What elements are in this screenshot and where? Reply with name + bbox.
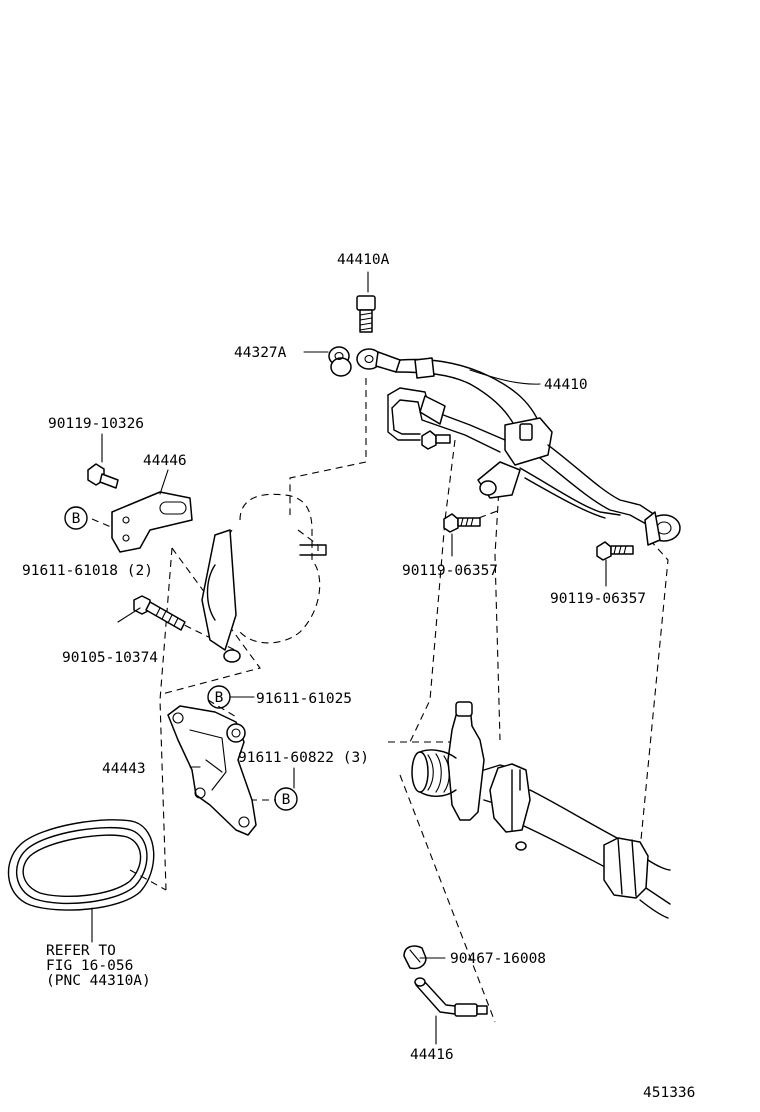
pump-mount-bracket-part bbox=[167, 705, 257, 836]
illustration-number: 451336 bbox=[643, 1085, 695, 1101]
belt-note-line1: REFER TO bbox=[46, 943, 116, 959]
b-marker-lower-text: B bbox=[282, 792, 291, 808]
label-91611-61025: 91611-61025 bbox=[256, 691, 352, 707]
hose-clip-part bbox=[403, 945, 427, 970]
label-90119-06357-right: 90119-06357 bbox=[550, 591, 646, 607]
label-44443: 44443 bbox=[102, 761, 146, 777]
label-90467-16008: 90467-16008 bbox=[450, 951, 546, 967]
pressure-hose-part bbox=[356, 348, 681, 546]
return-hose-part bbox=[414, 977, 488, 1017]
leader-lines bbox=[91, 271, 607, 1045]
label-90119-06357-left: 90119-06357 bbox=[402, 563, 498, 579]
label-91611-61018: 91611-61018 (2) bbox=[22, 563, 153, 579]
assembly-guide-lines bbox=[91, 378, 669, 1023]
vane-pump-outline bbox=[201, 493, 327, 663]
label-44410: 44410 bbox=[544, 377, 588, 393]
clamp-bolt-left-part bbox=[443, 513, 481, 533]
pump-through-bolt-part bbox=[133, 595, 186, 631]
b-marker-middle: B bbox=[207, 685, 231, 709]
belt-note-line2: FIG 16-056 bbox=[46, 958, 133, 974]
label-90119-10326: 90119-10326 bbox=[48, 416, 144, 432]
belt-note-line3: (PNC 44310A) bbox=[46, 973, 151, 989]
label-44446: 44446 bbox=[143, 453, 187, 469]
clamp-bolt-right-part bbox=[596, 541, 634, 561]
b-marker-upper: B bbox=[64, 506, 88, 530]
b-marker-middle-text: B bbox=[215, 690, 224, 706]
hose-joint-bolt-part bbox=[421, 430, 451, 450]
label-90105-10374: 90105-10374 bbox=[62, 650, 158, 666]
hose-union-bolt-part bbox=[356, 295, 376, 333]
gasket-part bbox=[328, 346, 352, 377]
label-44416: 44416 bbox=[410, 1047, 454, 1063]
pump-bracket-part bbox=[111, 491, 193, 553]
bracket-bolt-part bbox=[87, 463, 119, 489]
b-marker-lower: B bbox=[274, 787, 298, 811]
label-44327A: 44327A bbox=[234, 345, 287, 361]
steering-gear-part bbox=[411, 701, 671, 919]
belt-reference-note: REFER TO FIG 16-056 (PNC 44310A) bbox=[46, 943, 151, 989]
label-44410A: 44410A bbox=[337, 252, 390, 268]
b-marker-upper-text: B bbox=[72, 511, 81, 527]
drive-belt-part bbox=[7, 819, 155, 911]
label-91611-60822: 91611-60822 (3) bbox=[238, 750, 369, 766]
